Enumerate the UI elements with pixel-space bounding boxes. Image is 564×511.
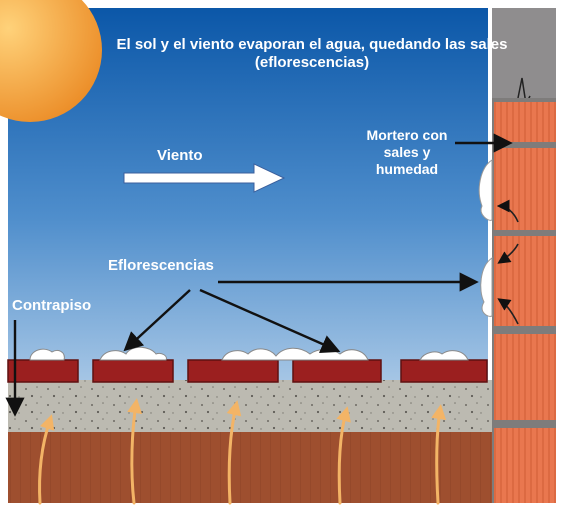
salt-deposit-icon (419, 350, 469, 361)
concrete-subfloor (8, 380, 492, 432)
diagram-title: El sol y el viento evaporan el agua, que… (116, 36, 508, 71)
subfloor-label: Contrapiso (12, 297, 92, 314)
sun-icon (0, 0, 102, 122)
salt-deposit-icon (478, 159, 493, 221)
salt-deposit-icon (480, 257, 493, 317)
floor-tiles (7, 359, 488, 383)
soil-layer (8, 432, 492, 503)
wind-label: Viento (157, 147, 203, 164)
moisture-arrow-icon (38, 398, 447, 505)
wind-arrow-icon (123, 163, 286, 193)
wall-gray-block (492, 8, 556, 98)
joint-moisture-arrows (496, 199, 519, 325)
efflorescence-label: Eflorescencias (108, 257, 214, 274)
salt-deposit-icon (29, 348, 65, 361)
mortar-label: Mortero con sales y humedad (366, 127, 448, 177)
pointer-arrow-icon (5, 133, 513, 417)
